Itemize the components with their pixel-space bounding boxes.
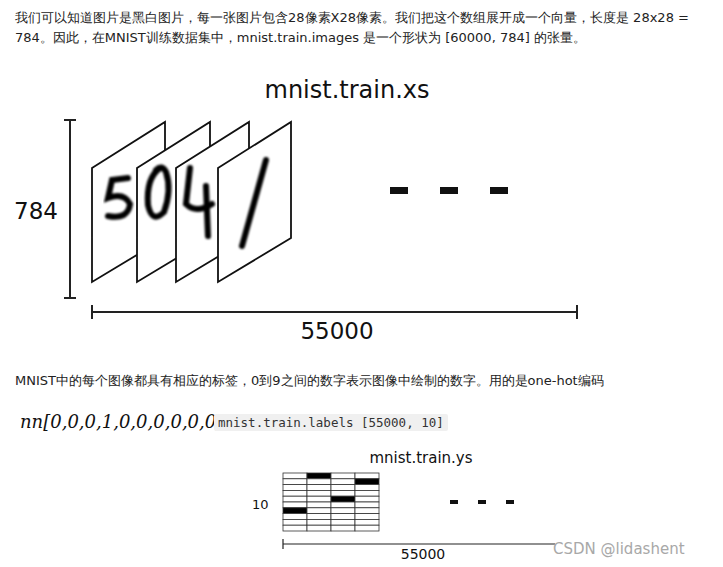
figure-title: mnist.train.ys — [369, 449, 472, 467]
matrix-cell — [307, 525, 331, 531]
matrix-cell — [331, 496, 355, 502]
dimension-line — [64, 120, 76, 298]
matrix-cell — [331, 479, 355, 485]
matrix-cell — [355, 525, 379, 531]
matrix-cell — [355, 496, 379, 502]
matrix-cell — [283, 490, 307, 496]
matrix-cell — [307, 473, 331, 479]
dimension-label: 10 — [252, 497, 269, 513]
image-stack — [92, 122, 291, 282]
matrix-cell — [355, 519, 379, 525]
matrix-cell — [355, 485, 379, 491]
dimension-label: 55000 — [300, 318, 373, 346]
ellipsis-dashes — [390, 187, 508, 194]
matrix-cell — [331, 525, 355, 531]
matrix-cell — [355, 502, 379, 508]
matrix-cell — [307, 514, 331, 520]
dimension-label: 784 — [14, 198, 58, 226]
matrix-cell — [331, 514, 355, 520]
matrix-cell — [307, 485, 331, 491]
matrix-cell — [331, 485, 355, 491]
math-formula: nn[0,0,0,1,0,0,0,0,0,0] — [20, 411, 223, 433]
matrix-cell — [355, 473, 379, 479]
matrix-cell — [355, 514, 379, 520]
watermark: CSDN @lidashent — [553, 540, 685, 558]
matrix-cell — [283, 502, 307, 508]
dimension-line — [92, 305, 577, 319]
matrix-cell — [283, 514, 307, 520]
matrix-cell — [283, 519, 307, 525]
matrix-cell — [331, 508, 355, 514]
paragraph: MNIST中的每个图像都具有相应的标签，0到9之间的数字表示图像中绘制的数字。用… — [15, 373, 604, 389]
matrix-cell — [331, 502, 355, 508]
matrix-cell — [307, 496, 331, 502]
matrix-cell — [307, 508, 331, 514]
matrix-cell — [307, 502, 331, 508]
paragraph: 我们可以知道图片是黑白图片，每一张图片包含28像素X28像素。我们把这个数组展开… — [15, 8, 715, 48]
matrix-cell — [307, 519, 331, 525]
dimension-label: 55000 — [401, 546, 446, 563]
matrix-cell — [283, 525, 307, 531]
matrix-cell — [307, 490, 331, 496]
matrix-cell — [355, 490, 379, 496]
matrix-cell — [283, 485, 307, 491]
matrix-cell — [331, 473, 355, 479]
matrix-cell — [355, 508, 379, 514]
matrix-cell — [307, 479, 331, 485]
code-span: mnist.train.labels [55000, 10] — [214, 414, 448, 431]
matrix-cell — [283, 496, 307, 502]
matrix-cell — [283, 473, 307, 479]
ellipsis-dashes — [450, 500, 514, 504]
matrix-cell — [331, 519, 355, 525]
label-matrix — [283, 473, 379, 531]
matrix-cell — [331, 490, 355, 496]
matrix-cell — [283, 508, 307, 514]
matrix-cell — [355, 479, 379, 485]
figure-title: mnist.train.xs — [265, 76, 430, 105]
matrix-cell — [283, 479, 307, 485]
